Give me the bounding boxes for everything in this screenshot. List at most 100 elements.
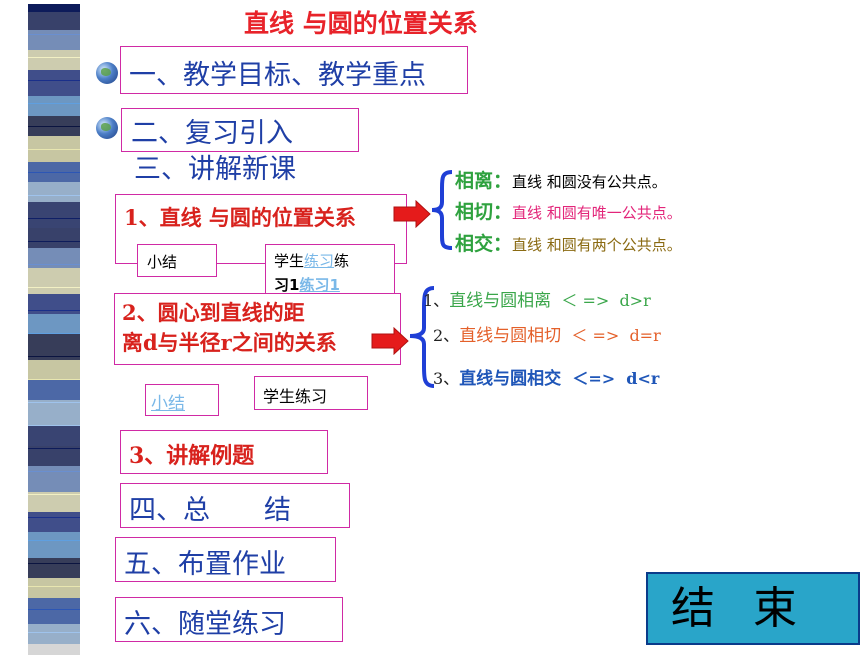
globe-icon [96, 117, 118, 139]
right-arrow-icon [371, 327, 409, 355]
stripe-line [28, 242, 80, 264]
end-button[interactable]: 结束 [646, 572, 860, 645]
stripe-block [28, 380, 80, 400]
stripe-block [28, 624, 80, 644]
slide-title: 直线 与圆的位置关系 [244, 9, 478, 38]
sub-item-distance-label-1: 2、圆心到直线的距 [122, 300, 305, 325]
menu-item-new-lesson[interactable]: 三、讲解新课 [134, 154, 296, 185]
stripe-block [28, 598, 80, 624]
menu-item-summary[interactable]: 四、总 结 [120, 483, 350, 528]
stripe-block [28, 268, 80, 294]
distance-text: 直线与圆相切 [459, 326, 562, 346]
menu-item-review-label: 二、复习引入 [131, 118, 293, 149]
sub-item-examples[interactable]: 3、讲解例题 [120, 430, 328, 474]
stripe-line [28, 357, 80, 379]
stripe-line [28, 288, 80, 310]
stripe-line [28, 127, 80, 149]
stripe-block [28, 294, 80, 314]
stripe-block [28, 360, 80, 380]
menu-item-goals-label: 一、教学目标、教学重点 [129, 60, 426, 91]
stripe-line [28, 518, 80, 540]
distance-text: 直线与圆相离 [449, 291, 552, 311]
stripe-line [28, 610, 80, 632]
stripe-line [28, 449, 80, 471]
menu-item-goals[interactable]: 一、教学目标、教学重点 [120, 46, 468, 94]
left-brace-icon [409, 286, 435, 388]
stripe-block [28, 512, 80, 532]
stripe-line [28, 311, 80, 333]
distance-number: 3、 [433, 369, 460, 388]
stripe-block [28, 400, 80, 426]
left-brace-icon [431, 170, 453, 250]
stripe-line [28, 403, 80, 425]
stripe-block [28, 162, 80, 182]
stripe-block [28, 50, 80, 70]
sub-item-distance-radius[interactable]: 2、圆心到直线的距 离d与半径r之间的关系 [114, 293, 401, 365]
stripe-block [28, 446, 80, 466]
stripe-line [28, 58, 80, 80]
stripe-line [28, 173, 80, 195]
stripe-line [28, 150, 80, 172]
student-practice-box-2[interactable]: 学生练习 [254, 376, 368, 410]
relation-description: 直线 和圆有两个公共点。 [512, 236, 682, 254]
menu-item-homework[interactable]: 五、布置作业 [115, 537, 336, 582]
stripe-line [28, 541, 80, 563]
distance-relation: ＜ => [561, 326, 630, 345]
stripe-block [28, 4, 80, 30]
stripe-line [28, 426, 80, 448]
stripe-block [28, 116, 80, 136]
relation-description: 直线 和圆没有公共点。 [512, 173, 667, 191]
menu-item-review[interactable]: 二、复习引入 [121, 108, 359, 152]
summary-link[interactable]: 小结 [151, 394, 185, 414]
menu-item-homework-label: 五、布置作业 [124, 549, 286, 580]
student-text: 学生 [274, 252, 305, 270]
stripe-line [28, 334, 80, 356]
stripe-line [28, 587, 80, 609]
distance-row: 3、直线与圆相交 ＜=> d<r [433, 364, 659, 389]
stripe-block [28, 136, 80, 162]
stripe-line [28, 472, 80, 494]
stripe-block [28, 30, 80, 50]
distance-number: 1、 [423, 291, 450, 310]
stripe-block [28, 96, 80, 116]
relation-row: 相离：直线 和圆没有公共点。 [455, 166, 667, 193]
distance-row: 1、直线与圆相离 ＜ => d>r [423, 286, 651, 311]
distance-row: 2、直线与圆相切 ＜ => d=r [433, 321, 661, 346]
globe-icon [96, 62, 118, 84]
sub-item-examples-label: 3、讲解例题 [129, 443, 255, 469]
relation-row: 相切：直线 和圆有唯一公共点。 [455, 197, 682, 224]
stripe-block [28, 70, 80, 96]
relation-description: 直线 和圆有唯一公共点。 [512, 204, 682, 222]
sub-item-position-relation-label: 1、直线 与圆的位置关系 [124, 205, 356, 230]
stripe-line [28, 81, 80, 103]
relation-term: 相离： [455, 170, 513, 192]
stripe-block [28, 558, 80, 578]
distance-relation: ＜ => [551, 291, 620, 310]
stripe-block [28, 578, 80, 598]
distance-relation: ＜=> [561, 369, 627, 388]
student-text-b: 练 [334, 252, 350, 270]
menu-item-practice-label: 六、随堂练习 [124, 609, 286, 640]
distance-number: 2、 [433, 326, 460, 345]
stripe-line [28, 495, 80, 517]
stripe-line [28, 265, 80, 287]
stripe-line [28, 564, 80, 586]
decorative-stripe [0, 0, 96, 655]
stripe-line [28, 380, 80, 402]
student-practice-label: 学生练习 [263, 387, 328, 406]
stripe-block [28, 202, 80, 228]
stripe-block [28, 248, 80, 268]
summary-button-1[interactable]: 小结 [137, 244, 217, 277]
practice-link[interactable]: 练习 [304, 252, 335, 270]
practice-1-link[interactable]: 练习1 [299, 276, 340, 294]
stripe-line [28, 196, 80, 218]
stripe-block [28, 228, 80, 248]
relation-term: 相交： [455, 233, 513, 255]
summary-label: 小结 [147, 253, 178, 271]
stripe-block [28, 426, 80, 446]
menu-item-practice[interactable]: 六、随堂练习 [115, 597, 343, 642]
sub-item-distance-label-2: 离d与半径r之间的关系 [122, 330, 337, 355]
stripe-block [28, 334, 80, 360]
student-practice-box-1: 学生练习练 习1练习1 [265, 244, 395, 301]
summary-button-2[interactable]: 小结 [145, 384, 219, 416]
